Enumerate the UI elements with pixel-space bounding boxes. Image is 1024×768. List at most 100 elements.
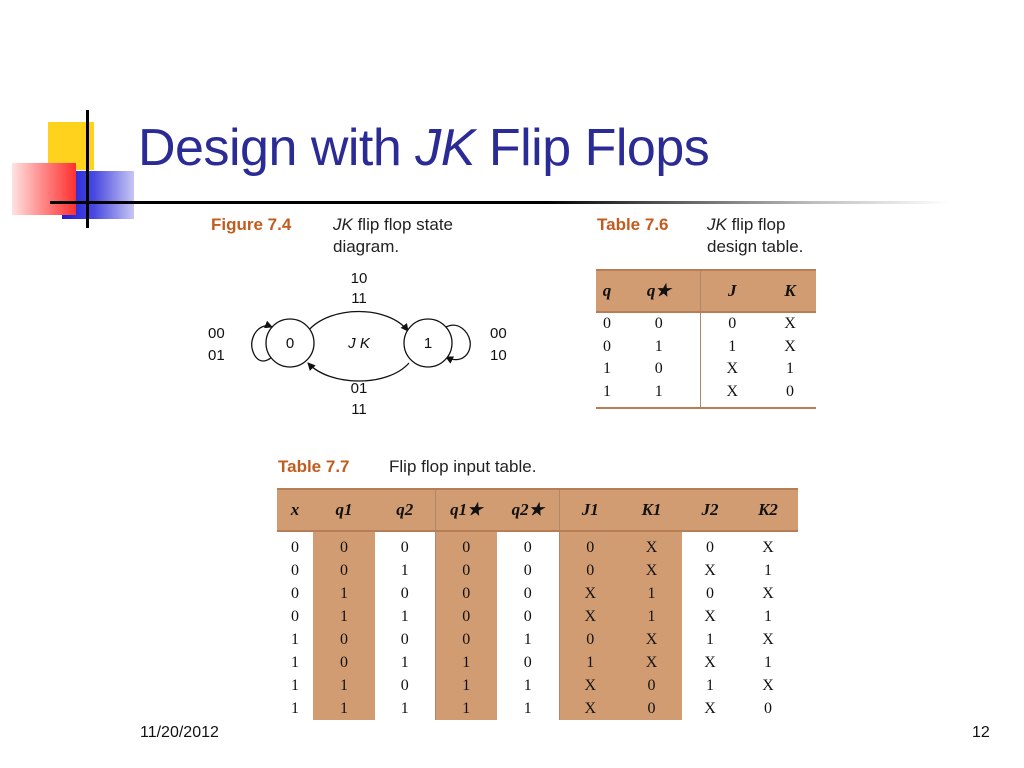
- table-cell: X: [621, 559, 682, 582]
- table-cell: 1: [706, 676, 714, 694]
- table-cell: X: [621, 531, 682, 559]
- table-cell: 0: [313, 628, 375, 651]
- bottom-arc-label-2: 11: [351, 401, 367, 418]
- table-cell: 0: [706, 538, 714, 556]
- table-cell: X: [621, 628, 682, 651]
- figure-caption-line2: diagram.: [333, 237, 400, 256]
- header-j1: J1: [558, 488, 621, 532]
- table-cell: 0: [291, 584, 299, 602]
- table77-label: Table 7.7: [278, 457, 350, 476]
- table-cell: 0: [764, 380, 816, 409]
- transition-1-to-0: [307, 362, 410, 382]
- table-header-row: x q1 q2 q1★ q2★ J1 K1 J2 K2: [277, 488, 798, 532]
- table-cell: 0: [764, 699, 772, 717]
- table-cell: 1: [313, 697, 375, 720]
- table-cell: 0: [621, 674, 682, 697]
- table-row: 0 0 0 X: [596, 312, 816, 336]
- table-cell: 0: [558, 628, 621, 651]
- table-cell: 0: [434, 605, 497, 628]
- left-loop-label-2: 01: [208, 347, 225, 364]
- table-cell: X: [784, 337, 796, 355]
- table-cell: X: [700, 380, 764, 409]
- transition-0-to-1: [307, 310, 409, 332]
- right-loop-label-1: 00: [490, 325, 507, 342]
- header-q2: q2: [375, 488, 435, 532]
- state-0-circle: [265, 318, 315, 368]
- table-cell: X: [558, 697, 621, 720]
- figure-caption: JK flip flop state diagram.: [333, 214, 453, 258]
- table-cell: 1: [291, 676, 299, 694]
- table-cell: 1: [621, 605, 682, 628]
- state-1-circle: [403, 318, 453, 368]
- table-cell: 0: [434, 559, 497, 582]
- header-x: x: [277, 488, 313, 532]
- table-cell: 1: [313, 582, 375, 605]
- table77-caption: Flip flop input table.: [389, 457, 537, 476]
- table-cell: 0: [523, 561, 532, 579]
- table-cell: 1: [596, 380, 618, 409]
- table-cell: 1: [291, 630, 299, 648]
- header-j: J: [700, 269, 764, 313]
- figure-caption-line1: flip flop state: [352, 215, 454, 234]
- table-cell: 0: [400, 538, 409, 556]
- table-cell: 1: [434, 674, 497, 697]
- table-cell: X: [704, 607, 716, 625]
- state-diagram: 10 11 0 1 J K 00 01 00 10 01 11: [208, 270, 507, 418]
- slide-date: 11/20/2012: [140, 724, 219, 741]
- table-cell: 0: [313, 531, 375, 559]
- self-loop-0: [251, 320, 273, 362]
- slide-title: Design with JK Flip Flops: [138, 118, 710, 178]
- table-cell: X: [558, 582, 621, 605]
- table-cell: 1: [523, 676, 532, 694]
- slide-page-number: 12: [972, 724, 990, 741]
- left-loop-label-1: 00: [208, 325, 225, 342]
- table-cell: X: [762, 630, 774, 648]
- table-cell: 0: [706, 584, 714, 602]
- table-cell: 1: [764, 607, 772, 625]
- title-text-post: Flip Flops: [474, 119, 710, 177]
- jk-design-table: q q★ J K 0 0 0 X 0 1 1 X 1 0 X 1 1 1 X 0: [596, 269, 816, 409]
- table-cell: 1: [434, 697, 497, 720]
- table-cell: X: [726, 360, 739, 378]
- table-cell: 1: [786, 360, 794, 378]
- table-cell: 0: [603, 315, 611, 333]
- self-loop-1: [445, 324, 471, 364]
- header-q: q: [596, 269, 618, 313]
- table-cell: 1: [523, 630, 532, 648]
- table-cell: 1: [291, 653, 299, 671]
- table-cell: 1: [764, 561, 772, 579]
- header-j2: J2: [682, 488, 738, 532]
- header-q1-next: q1★: [434, 488, 497, 532]
- header-k2: K2: [738, 488, 798, 532]
- table-cell: 1: [400, 607, 409, 625]
- table-cell: 0: [621, 697, 682, 720]
- table-row: 1 1 X 0: [596, 380, 816, 409]
- table-cell: 1: [291, 699, 299, 717]
- table-cell: 0: [618, 312, 701, 336]
- table-cell: 1: [618, 335, 701, 358]
- table76-caption-line1: flip flop: [726, 215, 786, 234]
- header-k: K: [764, 269, 816, 313]
- table-cell: 0: [291, 607, 299, 625]
- table-cell: 0: [523, 607, 532, 625]
- table-cell: 1: [764, 653, 772, 671]
- table-cell: 0: [434, 582, 497, 605]
- table-cell: 0: [558, 531, 621, 559]
- bottom-arc-label-1: 01: [351, 380, 368, 397]
- table-cell: 1: [400, 653, 409, 671]
- table-cell: X: [621, 651, 682, 674]
- center-jk-label: J K: [347, 335, 371, 352]
- header-q2-next: q2★: [497, 488, 559, 532]
- table-cell: 0: [400, 584, 409, 602]
- table76-caption: JK flip flop design table.: [707, 214, 803, 258]
- top-arc-label-1: 10: [351, 270, 368, 287]
- table-header-row: q q★ J K: [596, 269, 816, 313]
- table-cell: X: [762, 538, 774, 556]
- table-cell: 1: [523, 699, 532, 717]
